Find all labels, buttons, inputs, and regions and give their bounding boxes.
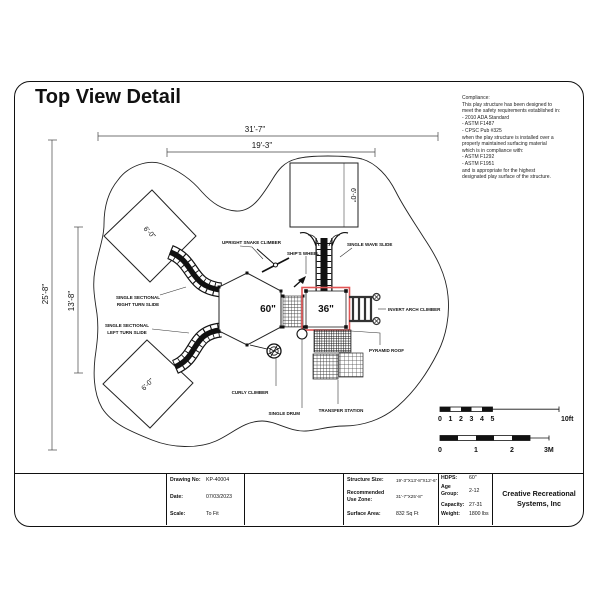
ft-tick-2: 2 bbox=[459, 416, 463, 423]
compliance-note: Compliance: This play structure has been… bbox=[462, 95, 561, 181]
surface-area-value: 832 Sq Ft bbox=[396, 511, 419, 517]
dim-use-zone-width: 31'-7" bbox=[245, 125, 266, 134]
dim-use-zone-depth: 25'-8" bbox=[41, 284, 50, 305]
deck-bottom-left: 6'-0" bbox=[102, 339, 194, 429]
ft-end-label: 10ft bbox=[561, 416, 574, 423]
title-block-top-line bbox=[14, 473, 584, 474]
upright-snake-climber-icon bbox=[256, 248, 290, 273]
station-step-grid bbox=[338, 352, 364, 378]
date-value: 07/03/2023 bbox=[206, 494, 232, 500]
ships-wheel-icon bbox=[293, 276, 306, 288]
label-left-slide-2: LEFT TURN SLIDE bbox=[107, 330, 147, 335]
label-right-slide-1: SINGLE SECTIONAL bbox=[116, 295, 160, 300]
dimension-lines bbox=[48, 132, 439, 451]
title-block-divider-5 bbox=[492, 473, 493, 525]
title-block-divider-2 bbox=[244, 473, 245, 525]
pyramid-roof-grid bbox=[313, 329, 352, 353]
drawing-no-label: Drawing No: bbox=[170, 477, 201, 483]
label-transfer-station: TRANSFER STATION bbox=[319, 408, 364, 413]
surface-area-label: Surface Area: bbox=[347, 511, 381, 517]
hex-deck-height: 60" bbox=[260, 304, 276, 315]
capacity-value: 27-31 bbox=[469, 502, 483, 508]
invert-arch-climber bbox=[349, 292, 381, 326]
drawing-no-value: KP-40004 bbox=[206, 477, 230, 483]
use-zone-value: 31'-7"X25'-8" bbox=[396, 494, 423, 499]
label-right-slide-2: RIGHT TURN SLIDE bbox=[117, 302, 159, 307]
ft-tick-3: 3 bbox=[470, 416, 474, 423]
ft-tick-5: 5 bbox=[491, 416, 495, 423]
use-zone-label: Recommended Use Zone: bbox=[347, 490, 385, 503]
label-left-slide-1: SINGLE SECTIONAL bbox=[105, 323, 149, 328]
label-pyramid-roof: PYRAMID ROOF bbox=[369, 348, 404, 353]
dim-structure-width: 19'-3" bbox=[252, 141, 273, 150]
label-curly-climber: CURLY CLIMBER bbox=[232, 390, 270, 395]
weight-label: Weight: bbox=[441, 511, 460, 517]
square-deck: 36" bbox=[301, 286, 351, 331]
dim-structure-depth: 13'-8" bbox=[67, 291, 76, 312]
weight-value: 1800 lbs bbox=[469, 511, 489, 517]
wave-slide bbox=[299, 233, 349, 292]
curly-climber-icon bbox=[249, 343, 282, 359]
label-upright-snake-climber: UPRIGHT SNAKE CLIMBER bbox=[222, 240, 282, 245]
hex-deck: 60" bbox=[217, 271, 283, 347]
bridge-mesh bbox=[281, 294, 305, 329]
hdps-value: 60" bbox=[469, 475, 477, 481]
scale-bar-feet: 0 1 2 3 4 5 10ft bbox=[438, 406, 574, 423]
m-tick-1: 1 bbox=[474, 447, 478, 454]
ft-tick-1: 1 bbox=[449, 416, 453, 423]
page-title: Top View Detail bbox=[35, 86, 181, 108]
label-single-wave-slide: SINGLE WAVE SLIDE bbox=[347, 242, 392, 247]
scale-bar-meters: 0 1 2 3M bbox=[438, 435, 554, 454]
deck-top-right: 6'-0" bbox=[289, 162, 359, 228]
age-group-label: Age Group: bbox=[441, 484, 459, 497]
label-invert-arch-climber: INVERT ARCH CLIMBER bbox=[388, 307, 441, 312]
label-ships-wheel: SHIP'S WHEEL bbox=[287, 251, 319, 256]
scale-value: To Fit bbox=[206, 511, 219, 517]
roof-grids bbox=[312, 329, 364, 380]
m-end-label: 3M bbox=[544, 447, 554, 454]
title-block-divider-1 bbox=[166, 473, 167, 525]
title-block-divider-3 bbox=[343, 473, 344, 525]
scale-label: Scale: bbox=[170, 511, 186, 517]
structure-size-value: 19'-3"X13'-8"X12'-6" bbox=[396, 477, 438, 483]
leader-lines bbox=[151, 245, 386, 408]
transfer-station-grid bbox=[312, 353, 339, 380]
age-group-value: 2-12 bbox=[469, 488, 480, 494]
structure-size-label: Structure Size: bbox=[347, 477, 384, 483]
title-block-divider-4 bbox=[438, 473, 439, 525]
label-single-drum: SINGLE DRUM bbox=[269, 411, 301, 416]
single-drum-icon bbox=[296, 328, 308, 340]
date-label: Date: bbox=[170, 494, 183, 500]
ft-tick-4: 4 bbox=[480, 416, 484, 423]
hdps-label: HDPS: bbox=[441, 475, 458, 481]
capacity-label: Capacity: bbox=[441, 502, 465, 508]
m-tick-0: 0 bbox=[438, 447, 442, 454]
m-tick-2: 2 bbox=[510, 447, 514, 454]
square-deck-height: 36" bbox=[318, 304, 334, 315]
deck-top-right-size: 6'-0" bbox=[349, 188, 356, 202]
ft-tick-0: 0 bbox=[438, 416, 442, 423]
company-name: Creative Recreational Systems, Inc bbox=[502, 489, 576, 508]
